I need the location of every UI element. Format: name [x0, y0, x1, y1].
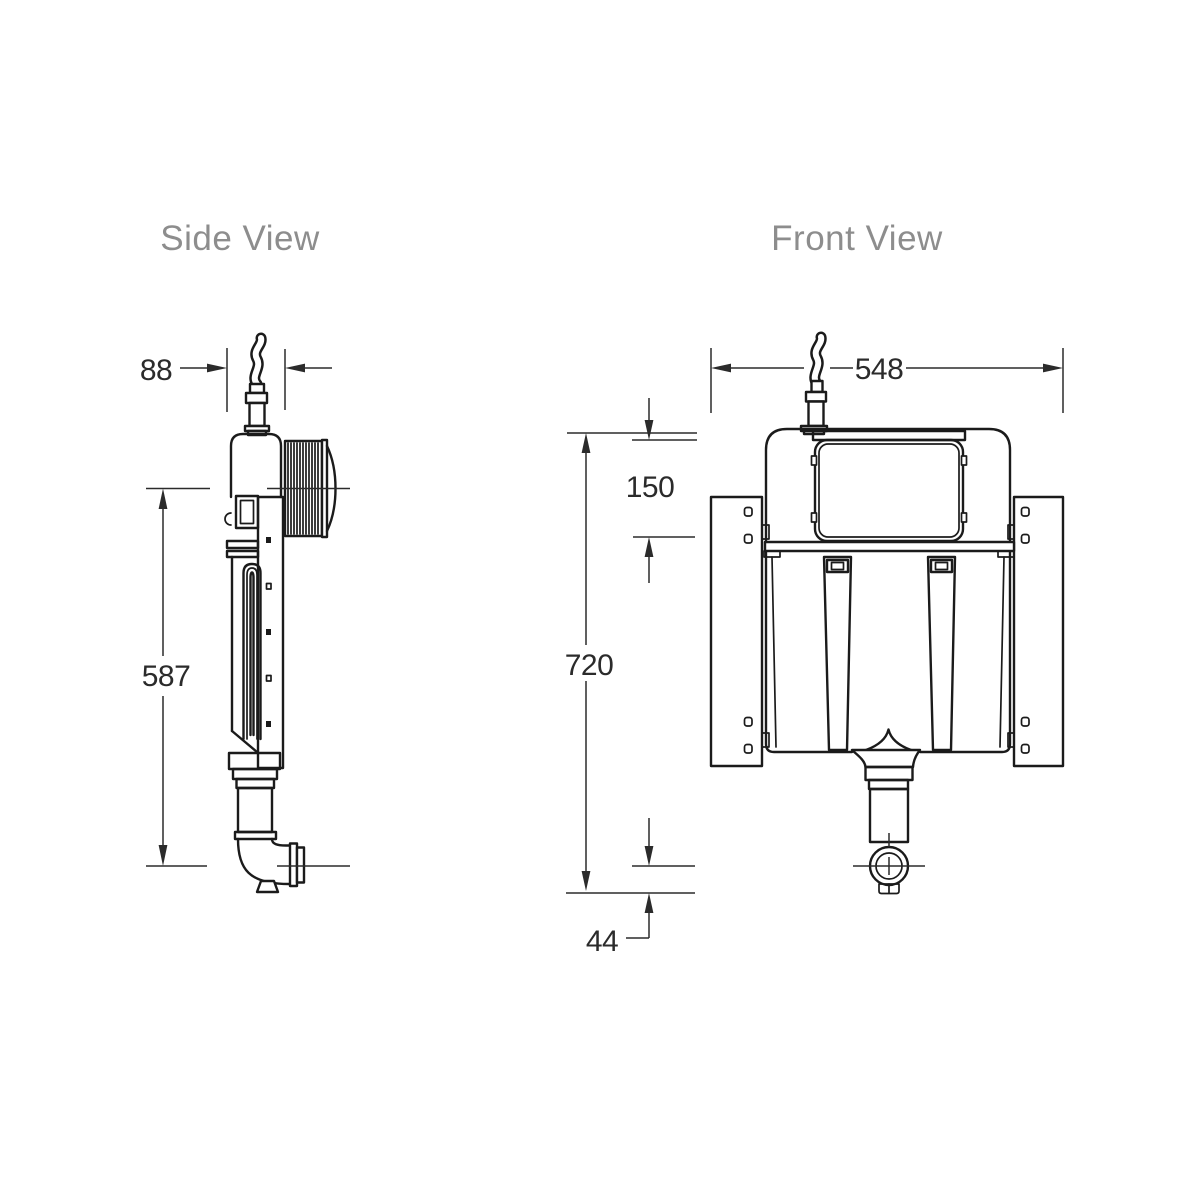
outlet-assembly — [850, 748, 925, 895]
side-flush-channel — [230, 555, 262, 754]
front-view-title: Front View — [771, 219, 943, 258]
tank-shell — [764, 427, 1012, 754]
dim-front-top-offset: 150 — [626, 398, 697, 583]
dim-front-height: 720 — [565, 432, 697, 894]
inlet-valve-front — [799, 379, 829, 436]
side-view-drawing — [224, 332, 337, 894]
side-access-panel — [224, 494, 260, 530]
tank-inner-wall-left — [771, 556, 777, 748]
mounting-bracket-right — [1007, 495, 1065, 768]
frame-back-plate — [256, 495, 285, 770]
side-view-dimensions: 88 587 — [140, 348, 350, 867]
side-outlet-elbow — [227, 751, 306, 894]
side-view-title: Side View — [160, 219, 320, 258]
cistern-top-cap — [229, 432, 283, 499]
flush-strap-left — [822, 555, 853, 752]
access-lid — [811, 429, 967, 442]
front-view: Front View — [565, 219, 1065, 958]
inlet-hose-front — [809, 331, 827, 390]
flush-strap-right — [926, 555, 957, 752]
dim-front-outlet-offset: 44 — [586, 818, 695, 958]
dim-front-height-label: 720 — [565, 649, 614, 682]
dim-front-top-offset-label: 150 — [626, 471, 675, 504]
front-view-drawing — [709, 331, 1065, 895]
tank-inner-wall-right — [999, 556, 1005, 748]
inlet-hose — [249, 332, 267, 390]
mounting-rail — [763, 540, 1016, 558]
dim-front-width: 548 — [710, 348, 1064, 413]
front-view-dimensions: 548 150 720 — [565, 348, 1064, 958]
dim-side-depth-label: 88 — [140, 354, 172, 387]
mounting-bracket-left — [709, 495, 770, 768]
dim-side-depth: 88 — [140, 348, 332, 412]
dim-front-outlet-offset-label: 44 — [586, 925, 618, 958]
dim-side-height: 587 — [142, 487, 350, 867]
side-rail — [225, 539, 260, 559]
dim-front-width-label: 548 — [855, 353, 904, 386]
inlet-valve — [243, 382, 271, 437]
dim-side-height-label: 587 — [142, 660, 191, 693]
side-view: Side View — [140, 219, 350, 894]
access-window — [810, 438, 968, 543]
